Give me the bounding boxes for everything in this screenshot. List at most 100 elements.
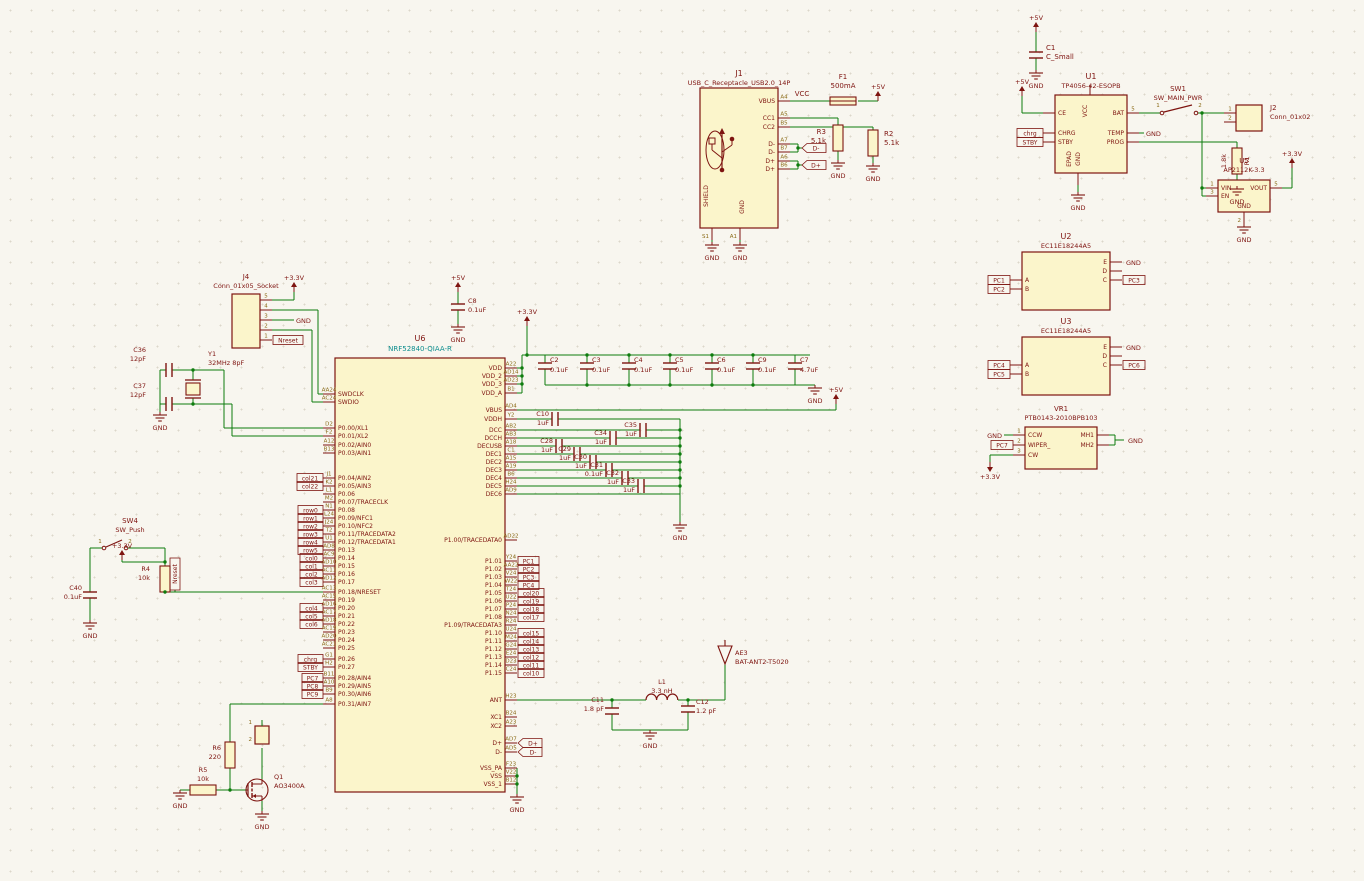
net-label-STBY[interactable] <box>297 662 324 672</box>
C11-capacitor[interactable] <box>605 707 619 715</box>
C35-capacitor[interactable] <box>639 423 647 437</box>
power-gnd[interactable]: GND <box>705 242 720 262</box>
net-label-PC6[interactable] <box>1122 360 1146 370</box>
power-+3.3V[interactable]: +3.3V <box>517 308 538 326</box>
SW1-switch[interactable] <box>1159 104 1199 116</box>
power-gnd[interactable]: GND <box>643 730 658 750</box>
net-label-col11[interactable] <box>517 660 545 670</box>
net-label-col12[interactable] <box>517 652 545 662</box>
C33-capacitor[interactable] <box>637 479 645 493</box>
J2-body[interactable] <box>1235 104 1263 132</box>
C31-capacitor[interactable] <box>605 463 613 477</box>
net-label-chrg[interactable] <box>297 654 324 664</box>
power-+5V[interactable]: +5V <box>829 386 844 404</box>
C4-capacitor[interactable] <box>622 362 636 370</box>
net-label-col2[interactable] <box>299 569 324 579</box>
power-+3.3V[interactable]: +3.3V <box>980 462 1001 481</box>
C9-capacitor[interactable] <box>746 362 760 370</box>
U6-body[interactable] <box>334 357 506 793</box>
R3-resistor[interactable] <box>832 124 844 152</box>
power-gnd[interactable]: GND <box>451 324 466 344</box>
power-gnd[interactable]: GND <box>733 242 748 262</box>
C1-capacitor[interactable] <box>1029 51 1043 59</box>
VR1-body[interactable] <box>1024 426 1098 470</box>
L1-inductor[interactable] <box>645 693 679 701</box>
net-label-PC8[interactable] <box>301 681 324 691</box>
J4-body[interactable] <box>231 293 261 349</box>
C32-capacitor[interactable] <box>621 471 629 485</box>
Y1-crystal[interactable] <box>185 379 201 399</box>
net-label-D-[interactable]: D- <box>801 143 827 153</box>
power-gnd[interactable]: GND <box>1071 192 1086 212</box>
net-label-col10[interactable] <box>517 668 545 678</box>
net-label-PC2[interactable] <box>987 284 1011 294</box>
C7-capacitor[interactable] <box>788 362 802 370</box>
net-label-col4[interactable] <box>299 603 324 613</box>
net-label-col21[interactable] <box>296 473 324 483</box>
power-+5V[interactable]: +5V <box>871 83 886 101</box>
C8-capacitor[interactable] <box>451 303 465 311</box>
SW4-switch[interactable] <box>101 539 129 551</box>
net-label-col22[interactable] <box>296 481 324 491</box>
R1-resistor[interactable] <box>1231 147 1243 175</box>
power-gnd[interactable]: GND <box>1230 186 1245 206</box>
power-gnd[interactable]: GND <box>866 163 881 183</box>
net-label-Nreset[interactable]: Nreset <box>169 557 181 591</box>
net-label-PC5[interactable] <box>987 369 1011 379</box>
power-+3.3V[interactable]: +3.3V <box>112 542 133 560</box>
net-label-col19[interactable] <box>517 596 545 606</box>
net-label-row5[interactable] <box>297 545 324 555</box>
C34-capacitor[interactable] <box>609 431 617 445</box>
net-label-col5[interactable] <box>299 611 324 621</box>
power-gnd[interactable]: GND <box>831 160 846 180</box>
net-label-col0[interactable] <box>299 553 324 563</box>
CONN1-body[interactable] <box>254 725 270 745</box>
net-label-PC3[interactable] <box>1122 275 1146 285</box>
net-label-row2[interactable] <box>297 521 324 531</box>
F1-fuse[interactable] <box>829 96 857 106</box>
AE3-antenna[interactable] <box>717 640 733 666</box>
net-label-PC7[interactable] <box>990 440 1014 450</box>
net-label-PC1[interactable] <box>517 556 540 566</box>
C2-capacitor[interactable] <box>538 362 552 370</box>
net-label-col15[interactable] <box>517 628 545 638</box>
C30-capacitor[interactable] <box>589 455 597 469</box>
net-label-D-[interactable] <box>517 747 543 757</box>
C37-capacitor[interactable] <box>165 397 173 411</box>
net-label-col18[interactable] <box>517 604 545 614</box>
net-label-col17[interactable] <box>517 612 545 622</box>
power-+5V[interactable]: +5V <box>1015 78 1030 96</box>
U3-body[interactable] <box>1021 336 1111 396</box>
power-+5V[interactable]: +5V <box>1029 14 1044 32</box>
net-label-col14[interactable] <box>517 636 545 646</box>
net-label-row1[interactable] <box>297 513 324 523</box>
net-label-row3[interactable] <box>297 529 324 539</box>
net-label-D+[interactable] <box>517 738 543 748</box>
U1-body[interactable] <box>1054 94 1128 174</box>
net-label-PC9[interactable] <box>301 689 324 699</box>
net-label-row4[interactable] <box>297 537 324 547</box>
power-gnd[interactable]: GND <box>673 522 688 542</box>
net-label-row0[interactable] <box>297 505 324 515</box>
net-label-STBY[interactable] <box>1016 137 1044 147</box>
R4-resistor[interactable] <box>159 565 171 593</box>
Q1-mosfet[interactable] <box>245 778 269 802</box>
power-+3.3V[interactable]: +3.3V <box>1282 150 1303 168</box>
U2-body[interactable] <box>1021 251 1111 311</box>
C5-capacitor[interactable] <box>663 362 677 370</box>
R5-resistor[interactable] <box>189 784 217 796</box>
C40-capacitor[interactable] <box>83 591 97 599</box>
power-gnd[interactable]: GND <box>153 412 168 432</box>
J1-body[interactable] <box>699 87 779 229</box>
net-label-D+[interactable]: D+ <box>801 160 827 170</box>
power-gnd[interactable]: GND <box>1029 70 1044 90</box>
U6-symbol[interactable]: SWDCLKAA24SWDIOAC24P0.00/XL1D2P0.01/XL2F… <box>296 357 545 793</box>
power-gnd[interactable]: GND <box>173 790 188 810</box>
